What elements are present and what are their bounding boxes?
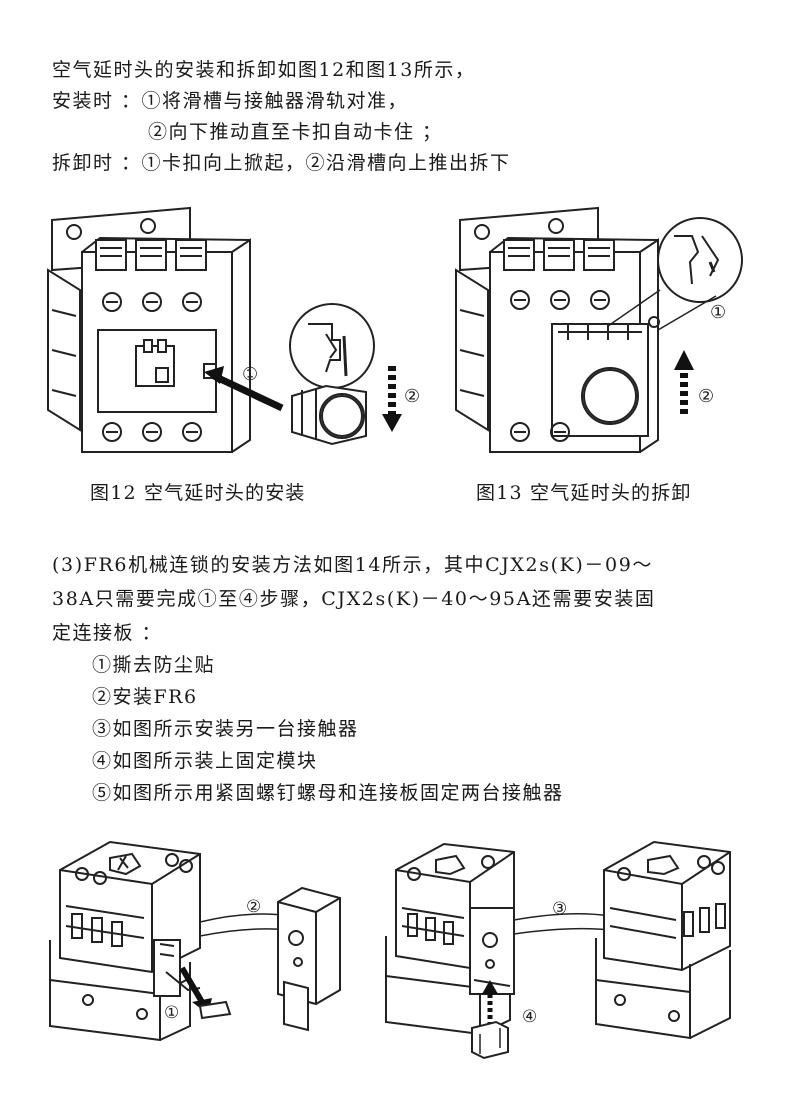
fig12-step2-label: ② [404, 386, 420, 407]
figure-12-caption: 图12 空气延时头的安装 [90, 482, 306, 504]
fig14-label-1: ① [164, 1003, 179, 1023]
install-step-2-line: ②向下推动直至卡扣自动卡住 ； [148, 121, 443, 143]
fig12-step1-label: ① [242, 364, 258, 385]
fr6-para-line-2: 38A只需要完成①至④步骤，CJX2s(K)－40～95A还需要安装固 [52, 588, 656, 610]
fr6-step-3: ③如图所示安装另一台接触器 [92, 718, 359, 740]
fig14-label-2: ② [246, 897, 261, 917]
fr6-step-2: ②安装FR6 [92, 686, 198, 708]
figure-12-installation: ① ② [47, 206, 420, 453]
fr6-step-1: ①撕去防尘贴 [92, 654, 216, 676]
fr6-step-5: ⑤如图所示用紧固螺钉螺母和连接板固定两台接触器 [92, 782, 564, 804]
remove-line: 拆卸时 ：①卡扣向上掀起，②沿滑槽向上推出拆下 [52, 152, 511, 174]
figure-13-caption: 图13 空气延时头的拆卸 [476, 482, 692, 504]
fig13-step1-label: ① [710, 302, 726, 323]
fig14-label-3: ③ [552, 899, 567, 919]
fig14-label-4: ④ [522, 1007, 537, 1027]
fr6-step-4: ④如图所示装上固定模块 [92, 750, 318, 772]
install-line: 安装时 ：①将滑槽与接触器滑轨对准， [52, 90, 409, 112]
figure-14-fr6-interlock: ② ① ④ ③ [49, 840, 731, 1060]
figure-13-removal: ① ② [455, 206, 743, 453]
fig13-step2-label: ② [698, 386, 714, 407]
fr6-para-line-1: (3)FR6机械连锁的安装方法如图14所示，其中CJX2s(K)－09～ [52, 554, 653, 576]
fr6-para-line-3: 定连接板 ： [52, 622, 163, 644]
intro-line-1: 空气延时头的安装和拆卸如图12和图13所示， [52, 59, 476, 81]
